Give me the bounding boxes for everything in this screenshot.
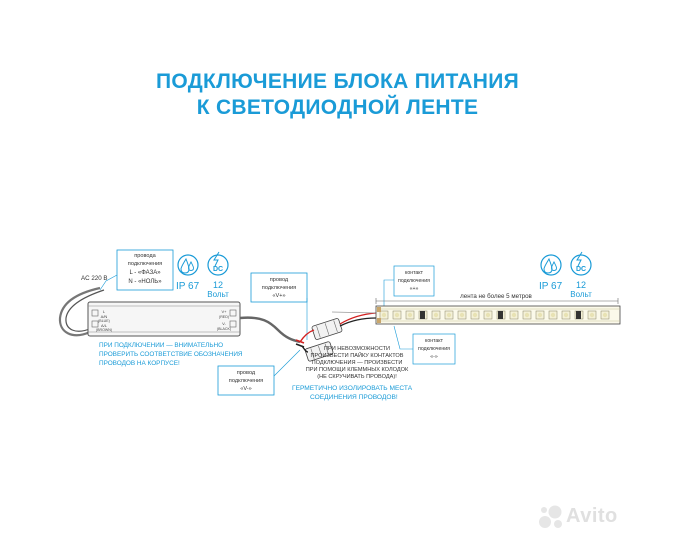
terminal-block-connector (304, 341, 334, 362)
led-chip-core (511, 312, 517, 318)
contact-plus-box: контакт подключения «+» (393, 265, 435, 297)
strip-resistor (576, 311, 581, 319)
led-chip-core (446, 312, 452, 318)
strip-length-label: лента не более 5 метров (460, 293, 532, 300)
led-strip (375, 305, 621, 325)
dc-label: DC (213, 266, 223, 273)
ac-label: AC 220 В (81, 275, 107, 282)
wire-box-line: провода (134, 253, 156, 259)
psu-terminal-label: V+ (221, 309, 227, 314)
voltage-value: 12 (576, 280, 586, 290)
avito-watermark: Avito (566, 505, 618, 527)
psu-terminal-label: (BLACK) (217, 327, 231, 331)
led-chip-core (472, 312, 478, 318)
dc-bolt-icon: DC (570, 251, 592, 276)
solder-note-line: ПРИ ПОМОЩИ КЛЕММНЫХ КОЛОДОК (306, 367, 409, 373)
water-drop-icon (540, 254, 562, 276)
phase-neutral-box: провода подключения L - «ФАЗА» N - «НОЛЬ… (116, 249, 174, 291)
solder-pad (377, 318, 381, 323)
psu-terminal-label: (BLUE) (98, 319, 110, 323)
contact-minus-box: контакт подключения «-» (412, 333, 456, 365)
warning-line: ПРОВОДОВ НА КОРПУСЕ! (99, 360, 180, 367)
vminus-wire-box: провод подключения «V-» (217, 365, 275, 396)
solder-note-line: ПОДКЛЮЧЕНИЯ — ПРОИЗВЕСТИ (312, 360, 403, 366)
contact-minus-line: контакт (425, 338, 444, 344)
psu-terminal-label: (RED) (219, 315, 229, 319)
contact-plus-line: контакт (405, 270, 424, 276)
solder-note-line: ПРОИЗВЕСТИ ПАЙКУ КОНТАКТОВ (311, 351, 404, 359)
vplus-box-line: подключения (262, 285, 296, 291)
dc-bolt-icon: DC (207, 251, 229, 276)
psu-terminal-label: L (103, 309, 106, 314)
led-chip-core (381, 312, 387, 318)
led-chip-core (459, 312, 465, 318)
warning-line: ПРИ ПОДКЛЮЧЕНИИ — ВНИМАТЕЛЬНО (99, 342, 223, 349)
vminus-box-line: подключения (229, 378, 263, 384)
avito-logo-icon (539, 505, 562, 528)
contact-minus-line: подключения (418, 346, 450, 352)
led-chip-core (394, 312, 400, 318)
contact-plus-line: подключения (398, 278, 430, 284)
seal-note-line: СОЕДИНЕНИЯ ПРОВОДОВ! (310, 394, 398, 401)
solder-note-line: (НЕ СКРУЧИВАТЬ ПРОВОДА)! (317, 374, 397, 380)
contact-plus-line: «+» (410, 286, 419, 292)
water-drop-icon (177, 254, 199, 276)
led-chip-core (589, 312, 595, 318)
led-chip-core (485, 312, 491, 318)
wire-box-line: L - «ФАЗА» (129, 270, 161, 276)
voltage-unit: Вольт (207, 290, 229, 299)
seal-note-line: ГЕРМЕТИЧНО ИЗОЛИРОВАТЬ МЕСТА (292, 385, 413, 392)
led-chip-core (524, 312, 530, 318)
led-chip-core (537, 312, 543, 318)
vplus-box-line: провод (270, 277, 289, 283)
vplus-box-line: «V+» (272, 293, 285, 299)
warning-line: ПРОВЕРИТЬ СООТВЕТСТВИЕ ОБОЗНАЧЕНИЯ (99, 351, 243, 358)
dc-label: DC (576, 266, 586, 273)
contact-minus-line: «-» (430, 354, 438, 360)
title-line-2: К СВЕТОДИОДНОЙ ЛЕНТЕ (196, 96, 479, 119)
wire-box-line: N - «НОЛЬ» (128, 279, 162, 285)
terminal-block-connector (311, 318, 343, 340)
led-chip-core (563, 312, 569, 318)
solder-pad (377, 307, 381, 312)
vminus-box-line: провод (237, 370, 256, 376)
led-chip-core (550, 312, 556, 318)
vplus-wire-box: провод подключения «V+» (250, 272, 308, 303)
psu-terminal-label: V- (222, 321, 226, 326)
power-supply-unit: L A/N (BLUE) A/L (BROWN) V+ (RED) V- (BL… (87, 301, 241, 337)
psu-terminal-label: A/L (101, 323, 108, 328)
voltage-value: 12 (213, 280, 223, 290)
solder-note-line: ПРИ НЕВОЗМОЖНОСТИ (324, 346, 390, 352)
vminus-box-line: «V-» (240, 386, 252, 392)
led-chip-core (602, 312, 608, 318)
led-chip-core (433, 312, 439, 318)
psu-terminal-label: (BROWN) (96, 328, 112, 332)
wire-box-line: подключения (128, 261, 162, 267)
strip-resistor (420, 311, 425, 319)
strip-resistor (498, 311, 503, 319)
psu-terminal-label: A/N (101, 314, 108, 319)
title-line-1: ПОДКЛЮЧЕНИЕ БЛОКА ПИТАНИЯ (155, 70, 520, 93)
ip-rating-label: IP 67 (539, 281, 563, 292)
ip-rating-label: IP 67 (176, 281, 200, 292)
voltage-unit: Вольт (570, 290, 592, 299)
led-chip-core (407, 312, 413, 318)
